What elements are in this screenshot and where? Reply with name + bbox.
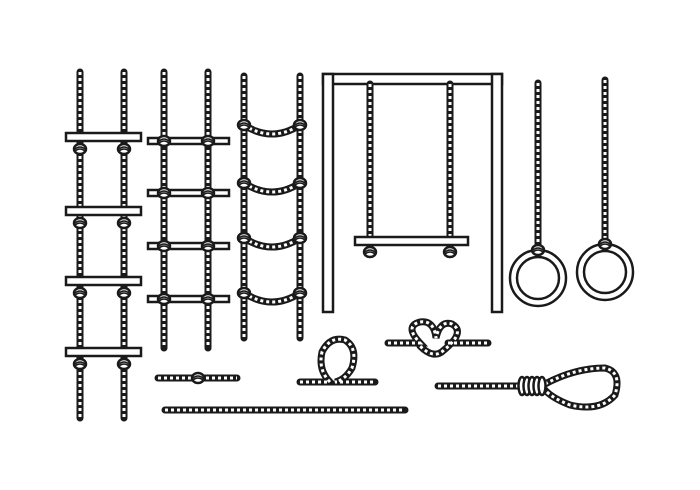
knot-icon <box>190 371 206 385</box>
knot-icon <box>156 239 172 253</box>
knot-icon <box>292 176 308 190</box>
knot-icon <box>292 286 308 300</box>
knot-icon <box>442 245 458 259</box>
knot-icon <box>236 286 252 300</box>
rope-loop <box>296 335 379 386</box>
knot-icon <box>597 237 613 251</box>
knot-icon <box>292 118 308 132</box>
gymnastic-rings <box>508 76 635 308</box>
knot-icon <box>530 243 546 257</box>
knot-icon <box>292 231 308 245</box>
knot-icon <box>200 292 216 306</box>
knot-icon <box>72 286 88 300</box>
knot-icon <box>72 216 88 230</box>
rope-ladder-rope <box>236 72 308 342</box>
knot-icon <box>116 286 132 300</box>
knot-icon <box>236 176 252 190</box>
knot-icon <box>236 231 252 245</box>
knot-icon <box>72 357 88 371</box>
knot-icon <box>200 134 216 148</box>
rope-ladder-thin <box>146 68 231 352</box>
knot-icon <box>116 357 132 371</box>
rope-overhand-knot <box>154 371 241 385</box>
knot-icon <box>200 186 216 200</box>
swing-frame <box>321 72 504 314</box>
knot-icon <box>156 186 172 200</box>
rope-ladder-plank <box>64 68 143 422</box>
knot-icon <box>156 134 172 148</box>
knot-icon <box>236 118 252 132</box>
rope-noose <box>434 364 621 411</box>
knot-icon <box>116 216 132 230</box>
knot-icon <box>116 142 132 156</box>
knot-icon <box>200 239 216 253</box>
rope-heart-knot <box>384 318 492 358</box>
knot-icon <box>156 292 172 306</box>
knot-icon <box>362 245 378 259</box>
coil-icon <box>537 375 547 397</box>
knot-icon <box>72 142 88 156</box>
